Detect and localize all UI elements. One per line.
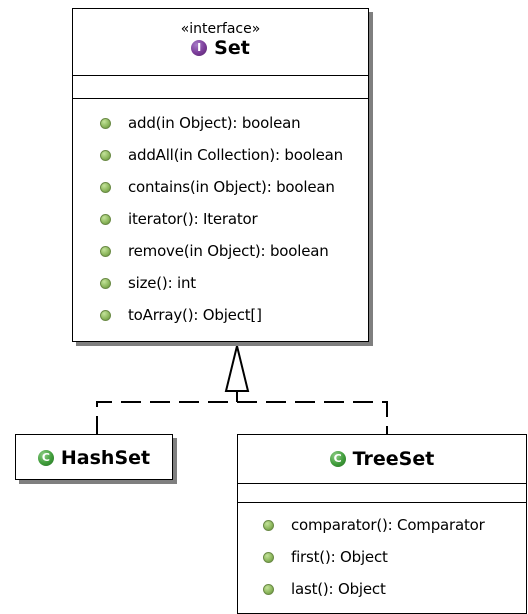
method-label: contains(in Object): boolean: [128, 178, 335, 196]
method-label: iterator(): Iterator: [128, 210, 258, 228]
public-method-icon: [263, 551, 274, 563]
hashset-name: HashSet: [60, 447, 151, 469]
public-method-icon: [263, 519, 274, 531]
treeset-attributes-compartment: [238, 484, 526, 503]
method-item[interactable]: contains(in Object): boolean: [100, 171, 368, 203]
treeset-methods-list: comparator(): Comparator first(): Object…: [238, 503, 526, 605]
public-method-icon: [263, 583, 274, 595]
class-icon: C: [37, 450, 54, 466]
method-item[interactable]: addAll(in Collection): boolean: [100, 139, 368, 171]
treeset-title-row: C TreeSet: [238, 448, 526, 470]
set-interface-box[interactable]: «interface» I Set add(in Object): boolea…: [72, 8, 369, 342]
treeset-header: C TreeSet: [238, 435, 526, 484]
method-label: addAll(in Collection): boolean: [128, 146, 343, 164]
method-item[interactable]: add(in Object): boolean: [100, 107, 368, 139]
set-methods-list: add(in Object): boolean addAll(in Collec…: [73, 99, 368, 331]
hashset-dashed-line: [96, 401, 388, 436]
hashset-header: C HashSet: [16, 435, 172, 479]
method-label: last(): Object: [291, 580, 386, 598]
method-item[interactable]: remove(in Object): boolean: [100, 235, 368, 267]
method-label: remove(in Object): boolean: [128, 242, 329, 260]
method-item[interactable]: comparator(): Comparator: [263, 509, 526, 541]
method-item[interactable]: toArray(): Object[]: [100, 299, 368, 331]
public-method-icon: [100, 309, 111, 321]
method-label: toArray(): Object[]: [128, 306, 262, 324]
method-label: add(in Object): boolean: [128, 114, 301, 132]
set-header: «interface» I Set: [73, 9, 368, 76]
class-icon: C: [329, 451, 346, 467]
public-method-icon: [100, 181, 111, 193]
public-method-icon: [100, 245, 111, 257]
method-item[interactable]: last(): Object: [263, 573, 526, 605]
hashset-title-row: C HashSet: [16, 447, 172, 469]
method-label: comparator(): Comparator: [291, 516, 485, 534]
method-item[interactable]: first(): Object: [263, 541, 526, 573]
method-item[interactable]: size(): int: [100, 267, 368, 299]
set-stereotype: «interface»: [180, 21, 261, 37]
public-method-icon: [100, 117, 111, 129]
method-label: first(): Object: [291, 548, 388, 566]
public-method-icon: [100, 213, 111, 225]
public-method-icon: [100, 277, 111, 289]
treeset-class-box[interactable]: C TreeSet comparator(): Comparator first…: [237, 434, 527, 614]
hashset-class-box[interactable]: C HashSet: [15, 434, 173, 480]
method-item[interactable]: iterator(): Iterator: [100, 203, 368, 235]
treeset-name: TreeSet: [352, 448, 435, 470]
interface-icon: I: [191, 40, 208, 56]
public-method-icon: [100, 149, 111, 161]
realization-arrowhead: [224, 345, 250, 392]
set-attributes-compartment: [73, 76, 368, 99]
method-label: size(): int: [128, 274, 196, 292]
set-title-row: I Set: [73, 37, 368, 59]
set-name: Set: [214, 37, 250, 59]
